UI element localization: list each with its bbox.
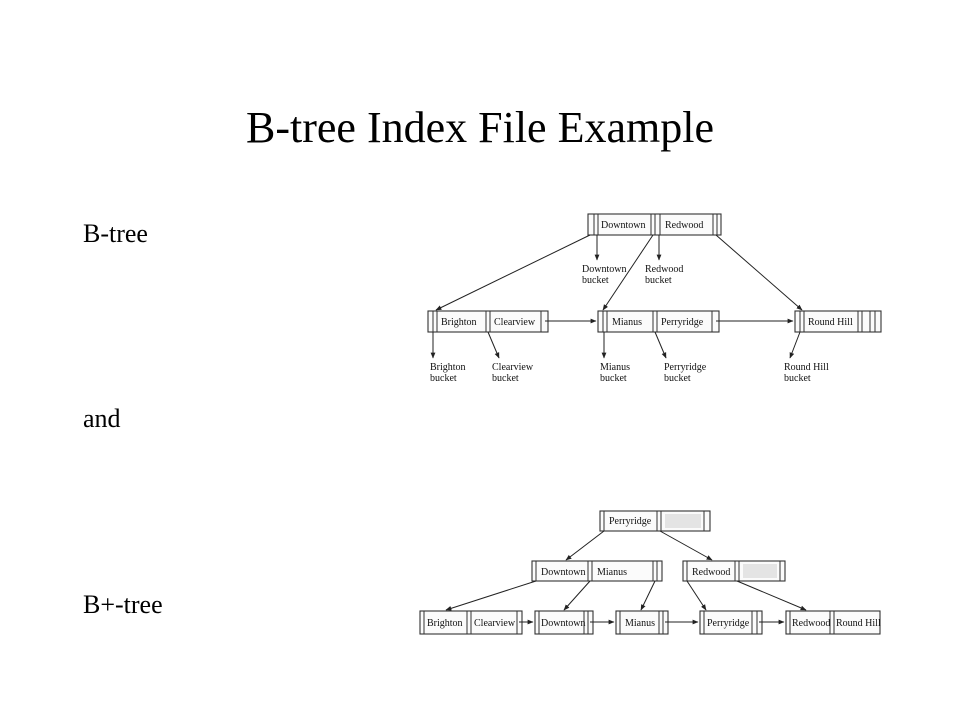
- btree-bucket-brighton: Brighton bucket: [430, 362, 466, 384]
- btree-leaf-2-key-1: Mianus: [612, 317, 642, 328]
- btree-root-bucket-redwood: Redwood bucket: [645, 264, 683, 286]
- btree-leaf-2-key-2: Perryridge: [661, 317, 704, 328]
- svg-text:bucket: bucket: [600, 373, 627, 384]
- svg-text:bucket: bucket: [784, 373, 811, 384]
- bplus-leaf-1-key-2: Clearview: [474, 618, 516, 629]
- btree-root-node: Downtown Redwood: [587, 213, 722, 236]
- btree-root-key-2: Redwood: [665, 220, 703, 231]
- svg-text:bucket: bucket: [645, 275, 672, 286]
- bplus-internal-node-2: Redwood: [682, 560, 786, 582]
- btree-leaf-1-key-2: Clearview: [494, 317, 536, 328]
- btree-bucket-clearview: Clearview bucket: [492, 362, 534, 384]
- svg-text:bucket: bucket: [664, 373, 691, 384]
- svg-text:Perryridge: Perryridge: [664, 362, 707, 373]
- btree-leaf-3: Round Hill: [794, 310, 882, 333]
- and-label: and: [83, 404, 121, 433]
- svg-text:bucket: bucket: [430, 373, 457, 384]
- bplus-leaf-3: Mianus: [615, 610, 669, 635]
- bplus-internal-2-key-1: Redwood: [692, 567, 730, 578]
- svg-text:Clearview: Clearview: [492, 362, 534, 373]
- bplus-tree-label: B+-tree: [83, 590, 163, 619]
- slide-title: B-tree Index File Example: [246, 103, 714, 152]
- btree-label: B-tree: [83, 219, 148, 248]
- bplus-leaf-2: Downtown: [534, 610, 594, 635]
- btree-leaf-1: Brighton Clearview: [427, 310, 549, 333]
- btree-bucket-round-hill: Round Hill bucket: [784, 362, 829, 384]
- svg-text:Mianus: Mianus: [600, 362, 630, 373]
- btree-root-bucket-downtown: Downtown bucket: [582, 264, 626, 286]
- bplus-internal-1-key-1: Downtown: [541, 567, 585, 578]
- svg-text:bucket: bucket: [492, 373, 519, 384]
- bplus-leaf-1-key-1: Brighton: [427, 618, 463, 629]
- bplus-leaf-5-key-1: Redwood: [792, 618, 830, 629]
- btree-leaf-3-key-1: Round Hill: [808, 317, 853, 328]
- bplus-root-node: Perryridge: [599, 510, 711, 532]
- bplus-leaf-2-key-1: Downtown: [541, 618, 585, 629]
- btree-bucket-perryridge: Perryridge bucket: [664, 362, 707, 384]
- bplus-internal-1-key-2: Mianus: [597, 567, 627, 578]
- svg-text:Redwood: Redwood: [645, 264, 683, 275]
- bplus-internal-node-1: Downtown Mianus: [531, 560, 663, 582]
- bplus-leaf-1: Brighton Clearview: [419, 610, 523, 635]
- bplus-leaf-4: Perryridge: [699, 610, 763, 635]
- bplus-leaf-4-key-1: Perryridge: [707, 618, 750, 629]
- svg-text:Round Hill: Round Hill: [784, 362, 829, 373]
- bplus-leaf-5: Redwood Round Hill: [785, 610, 881, 635]
- btree-leaf-2: Mianus Perryridge: [597, 310, 720, 333]
- bplus-leaf-5-key-2: Round Hill: [836, 618, 881, 629]
- bplus-root-key-1: Perryridge: [609, 516, 652, 527]
- btree-root-key-1: Downtown: [601, 220, 645, 231]
- btree-leaf-1-key-1: Brighton: [441, 317, 477, 328]
- bplus-leaf-3-key-1: Mianus: [625, 618, 655, 629]
- svg-text:Brighton: Brighton: [430, 362, 466, 373]
- btree-bucket-mianus: Mianus bucket: [600, 362, 630, 384]
- svg-text:Downtown: Downtown: [582, 264, 626, 275]
- svg-text:bucket: bucket: [582, 275, 609, 286]
